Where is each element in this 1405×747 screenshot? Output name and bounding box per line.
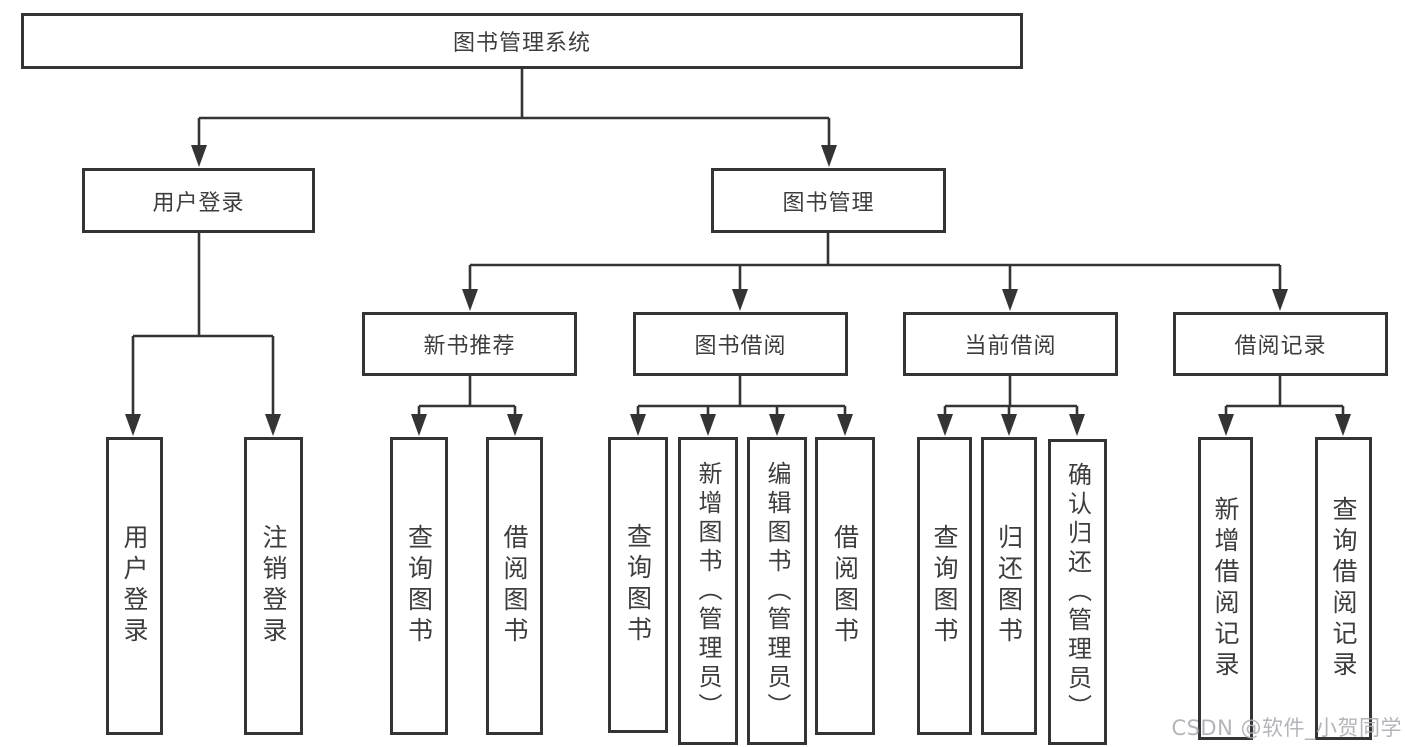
leaf-login-user-login: 用户登录 xyxy=(106,437,163,735)
leaf-borrowing-query-books: 查询图书 xyxy=(608,437,668,733)
leaf-borrowing-borrow-books: 借阅图书 xyxy=(815,437,875,735)
leaf-recommend-borrow-books: 借阅图书 xyxy=(486,437,543,735)
leaf-borrowing-add-books-admin: 新增图书（管理员） xyxy=(678,437,738,745)
leaf-records-query-borrow-record: 查询借阅记录 xyxy=(1315,437,1372,740)
node-book-management: 图书管理 xyxy=(711,168,946,233)
arrowheads xyxy=(125,145,1351,436)
node-library-system: 图书管理系统 xyxy=(21,13,1023,69)
leaf-borrowing-edit-books-admin: 编辑图书（管理员） xyxy=(747,437,807,745)
leaf-current-return-books: 归还图书 xyxy=(981,437,1037,735)
leaf-login-logout: 注销登录 xyxy=(244,437,303,735)
node-current-borrowing: 当前借阅 xyxy=(903,312,1118,376)
node-borrowing-records: 借阅记录 xyxy=(1173,312,1388,376)
leaf-records-add-borrow-record: 新增借阅记录 xyxy=(1198,437,1253,740)
node-user-login: 用户登录 xyxy=(82,168,315,233)
leaf-current-query-books: 查询图书 xyxy=(917,437,972,735)
csdn-watermark: CSDN @软件_小贺同学 xyxy=(1171,716,1402,740)
node-book-borrowing: 图书借阅 xyxy=(633,312,848,376)
leaf-recommend-query-books: 查询图书 xyxy=(390,437,448,735)
leaf-current-confirm-return-admin: 确认归还（管理员） xyxy=(1048,439,1107,745)
node-new-book-recommendation: 新书推荐 xyxy=(362,312,577,376)
